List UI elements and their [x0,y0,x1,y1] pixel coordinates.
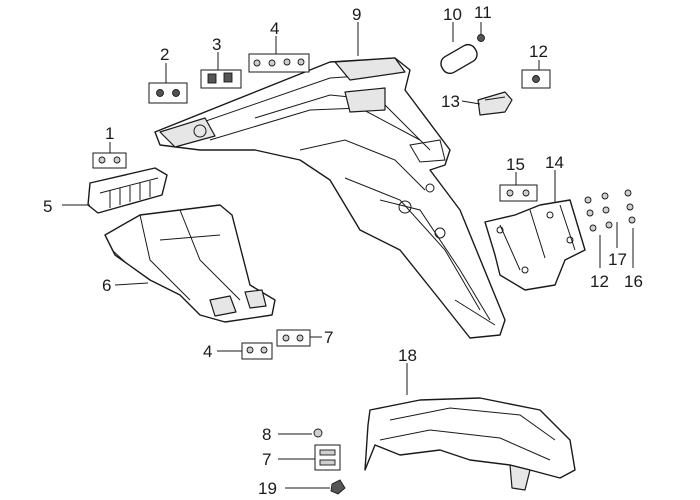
callout-7-bottom: 7 [262,450,271,469]
leader-lines [62,22,634,489]
callout-2: 2 [160,45,169,64]
hardware-box-4-top [248,53,310,73]
callout-13: 13 [441,92,460,111]
callout-10: 10 [443,5,462,24]
callout-1: 1 [105,124,114,143]
hardware-box-12-top [521,69,551,89]
hardware-box-7-bottom [314,444,341,471]
part-clip-13 [477,91,513,116]
callout-9: 9 [352,5,361,24]
hardware-box-3 [200,69,242,89]
callout-6: 6 [102,276,111,295]
hardware-box-4-bottom [241,342,273,360]
callout-5: 5 [43,197,52,216]
hardware-box-15 [499,184,538,202]
nut-19 [330,479,346,495]
callout-4-bottom: 4 [203,342,212,361]
loose-hardware-right [584,189,636,232]
callout-12-right: 12 [590,272,609,291]
part-nut-11 [477,34,485,42]
hardware-box-7-top [276,329,311,347]
callout-14: 14 [545,153,564,172]
part-cover-5 [87,167,168,214]
callout-15: 15 [506,155,525,174]
part-rear-frame [154,57,506,339]
callout-17: 17 [608,250,627,269]
hardware-box-1 [92,152,127,169]
callout-11: 11 [474,3,492,22]
callout-12-top: 12 [529,42,548,61]
callout-18: 18 [398,346,417,365]
callout-16: 16 [624,272,643,291]
callout-7-top: 7 [324,328,333,347]
screw-8 [313,428,323,438]
callout-4-top: 4 [270,19,279,38]
part-inner-fender-6 [104,204,276,323]
hardware-box-2 [148,82,188,104]
part-plate-bracket-14 [484,199,586,291]
part-rear-cover-18 [364,397,576,491]
callout-labels: 1 2 3 4 9 10 11 12 13 15 14 5 6 4 7 12 1… [43,3,643,498]
callout-8: 8 [262,425,271,444]
part-pad-10 [440,43,478,75]
callout-3: 3 [212,35,221,54]
callout-19: 19 [258,479,277,498]
